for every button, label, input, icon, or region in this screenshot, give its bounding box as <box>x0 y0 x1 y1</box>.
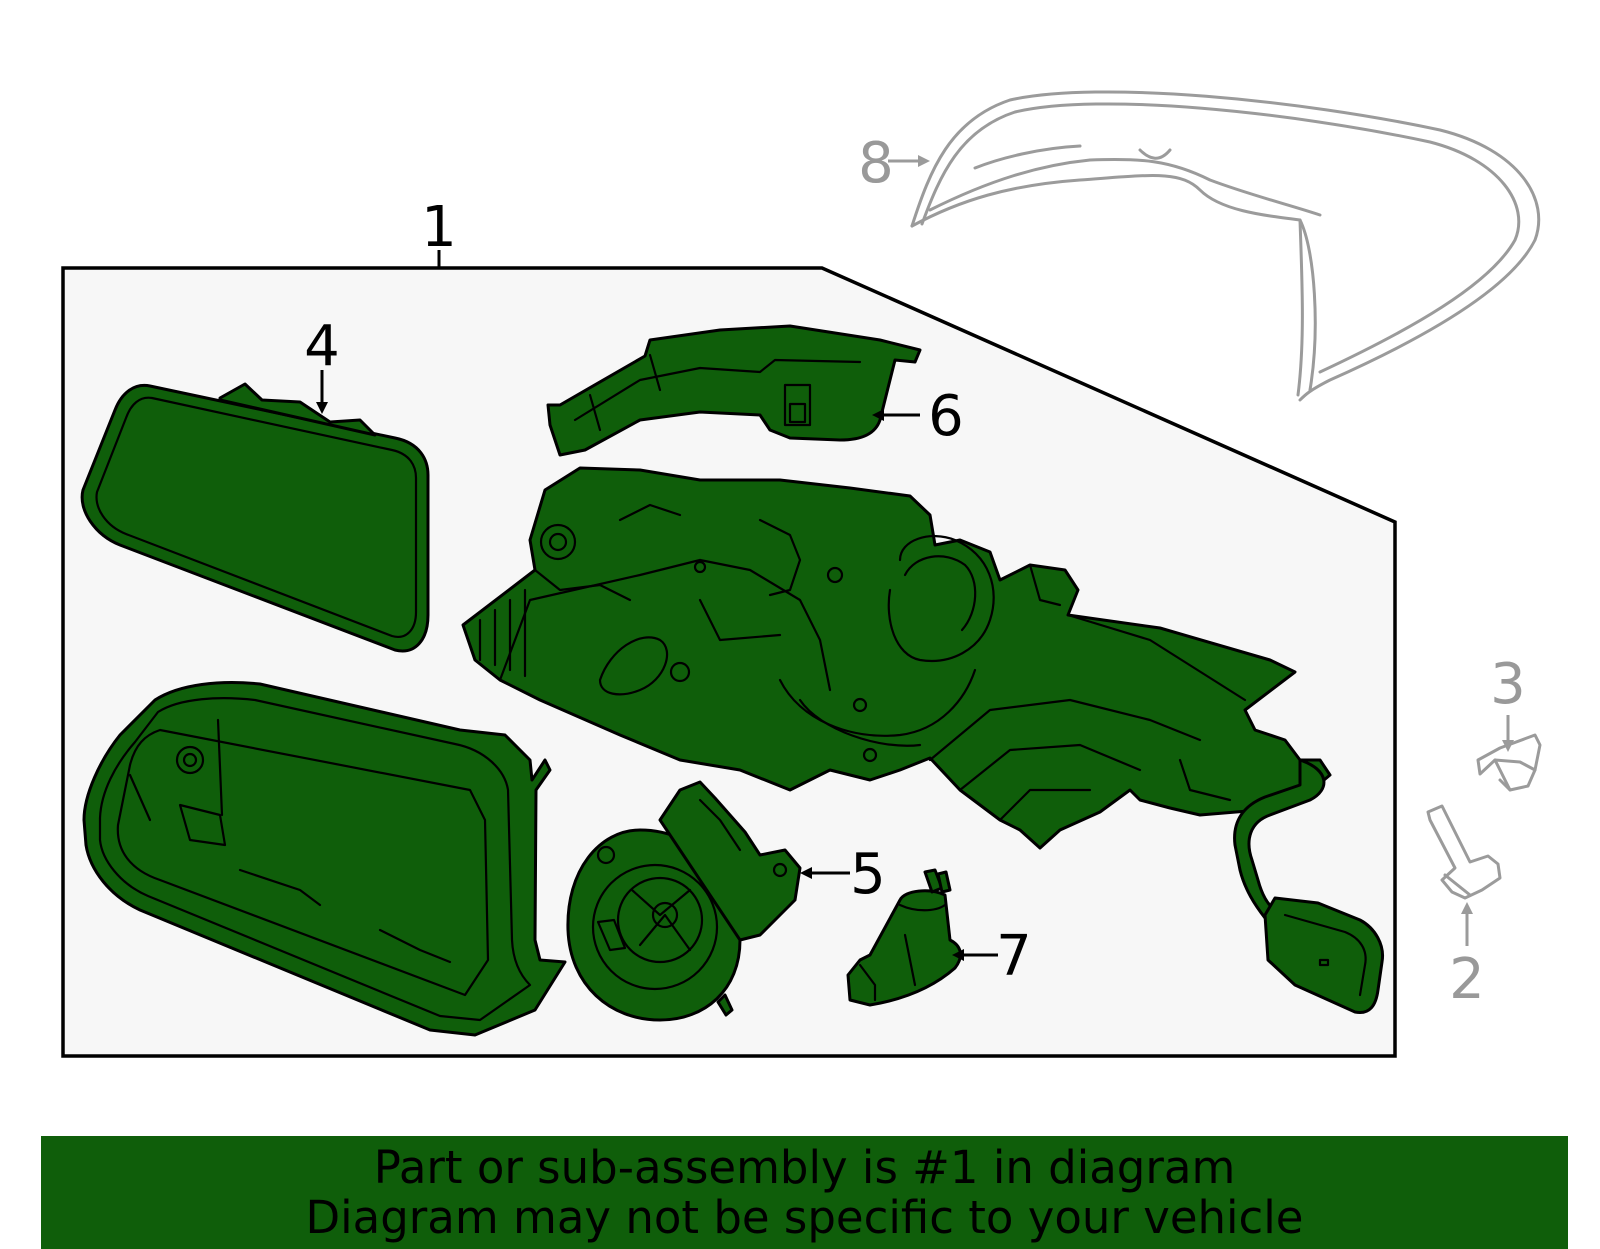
callout-4: 4 <box>304 314 340 379</box>
mirror-housing-shell <box>82 681 567 1037</box>
callout-2-arrowhead <box>1461 902 1473 914</box>
callout-6-arrowhead <box>872 409 884 421</box>
turn-signal-part-6 <box>546 324 922 457</box>
info-banner: Part or sub-assembly is #1 in diagram Di… <box>41 1136 1568 1249</box>
mirror-base-housing <box>461 466 1332 850</box>
callout-6: 6 <box>928 384 964 449</box>
banner-line-1: Part or sub-assembly is #1 in diagram <box>373 1140 1236 1194</box>
wiring-harness <box>1233 758 1385 1015</box>
callout-2: 2 <box>1449 947 1485 1012</box>
callout-8: 8 <box>858 131 894 196</box>
callout-7: 7 <box>996 924 1032 989</box>
callout-5-arrowhead <box>800 867 812 879</box>
callout-4-arrowhead <box>316 402 328 414</box>
nut-part-3 <box>1476 733 1542 792</box>
banner-line-2: Diagram may not be specific to your vehi… <box>305 1190 1304 1244</box>
callout-1: 1 <box>421 195 457 260</box>
mirror-glass-part-4 <box>80 382 430 653</box>
bolt-part-2 <box>1426 804 1502 900</box>
callout-8-arrowhead <box>918 155 930 167</box>
power-fold-motor-part-7 <box>846 868 962 1007</box>
callout-3: 3 <box>1490 652 1526 717</box>
glass-actuator-part-5 <box>566 780 802 1022</box>
callout-3-arrowhead <box>1502 740 1514 752</box>
callout-7-arrowhead <box>952 949 964 961</box>
mirror-cap-part-8 <box>910 90 1541 402</box>
callout-5: 5 <box>850 842 886 907</box>
